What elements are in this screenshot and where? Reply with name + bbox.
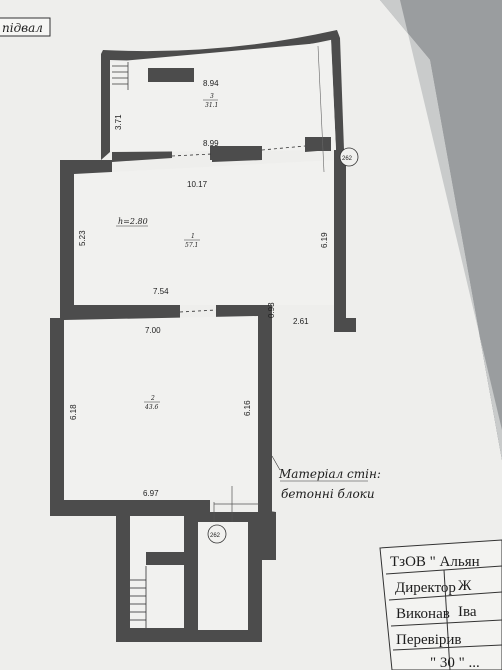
wall-material-line2: бетонні блоки — [281, 487, 375, 501]
wall-material-note: Матеріал стін: бетонні блоки — [271, 455, 381, 501]
dim-7-54: 7.54 — [153, 287, 169, 296]
wall-material-line1: Матеріал стін: — [278, 467, 381, 481]
opening-lines — [171, 145, 306, 313]
dim-10-17: 10.17 — [187, 180, 208, 189]
svg-text:262: 262 — [210, 533, 221, 539]
stamp-director-value: Ж — [458, 578, 472, 594]
marker-262-top: 262 — [339, 147, 359, 167]
door-lines — [213, 486, 260, 522]
upper-stairs — [112, 62, 129, 90]
stamp-date: " 30 " ... — [430, 655, 480, 670]
room-1-label: 1 57.1 — [184, 233, 200, 249]
dim-3-71: 3.71 — [114, 114, 123, 130]
stamp-checked-label: Перевірив — [396, 632, 462, 648]
interior-blocks — [146, 68, 331, 565]
ceiling-height: h=2.80 — [118, 217, 148, 226]
sheet-label: підвал — [2, 21, 43, 35]
svg-text:57.1: 57.1 — [185, 242, 198, 249]
svg-text:2: 2 — [150, 395, 155, 402]
svg-text:3: 3 — [210, 93, 214, 100]
room-2-label: 2 43.6 — [144, 395, 160, 411]
dim-8-99: 8.99 — [203, 139, 219, 148]
marker-262-bottom: 262 — [207, 524, 227, 544]
svg-text:1: 1 — [191, 233, 195, 240]
dim-2-61: 2.61 — [293, 317, 309, 326]
svg-text:43.6: 43.6 — [144, 404, 159, 411]
svg-text:31.1: 31.1 — [205, 102, 218, 109]
stamp-executor-value: Іва — [458, 604, 477, 620]
stairs — [130, 566, 147, 628]
dim-7-00: 7.00 — [145, 326, 161, 335]
stamp-executor-label: Виконав — [396, 606, 450, 622]
dim-6-16: 6.16 — [243, 400, 252, 416]
sheet-label-box: підвал — [0, 17, 51, 37]
dim-6-19: 6.19 — [320, 232, 329, 248]
room-3-label: 3 31.1 — [203, 93, 218, 109]
svg-text:262: 262 — [342, 156, 353, 162]
dim-8-94: 8.94 — [203, 79, 219, 88]
stamp-director-label: Директор — [395, 580, 456, 596]
right-thin-line — [317, 45, 325, 173]
dim-5-23: 5.23 — [78, 230, 87, 246]
paper-shadow — [380, 0, 502, 460]
dim-6-97: 6.97 — [143, 489, 159, 498]
stamp-company: ТзОВ " Альян — [390, 554, 480, 570]
title-stamp: ТзОВ " Альян Директор Ж Виконав Іва Пере… — [379, 539, 502, 670]
dim-6-18: 6.18 — [69, 404, 78, 420]
dim-0-93: 0.93 — [267, 302, 276, 318]
